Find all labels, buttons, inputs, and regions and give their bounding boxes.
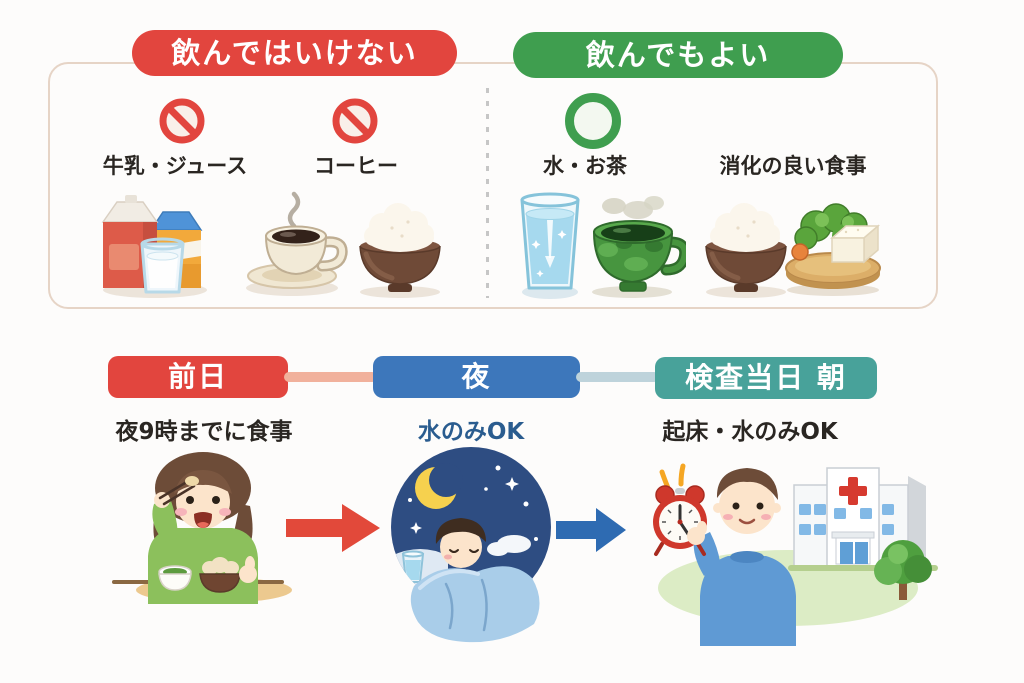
panel-divider — [486, 88, 489, 298]
forbidden-header: 飲んではいけない — [132, 30, 457, 76]
timeline-connector — [284, 372, 377, 382]
prohibition-icon — [332, 98, 378, 144]
blue-arrow-right-icon — [556, 508, 626, 552]
red-arrow-right-icon — [286, 504, 380, 552]
timeline-step-previous-day: 前日 — [108, 356, 288, 398]
forbidden-item-label: コーヒー — [314, 154, 398, 178]
sleeping-night-illustration — [386, 444, 556, 646]
rice-bowl-illustration — [352, 194, 448, 298]
ok-circle-icon — [565, 93, 621, 149]
water-glass-illustration — [514, 188, 586, 300]
timeline-connector — [576, 372, 659, 382]
red-cross-icon — [839, 477, 867, 505]
green-tea-cup-illustration — [584, 194, 686, 298]
woman-eating-illustration — [104, 446, 292, 604]
coffee-illustration — [240, 190, 352, 302]
allowed-header: 飲んでもよい — [513, 32, 843, 78]
timeline-step-exam-morning: 検査当日 朝 — [655, 357, 877, 399]
tree — [874, 540, 932, 600]
allowed-item-label: 水・お茶 — [543, 154, 627, 178]
prohibition-icon — [159, 98, 205, 144]
hospital-building — [788, 467, 938, 571]
milk-juice-illustration — [93, 186, 225, 302]
drink-rules-panel — [48, 62, 938, 309]
timeline-caption: 水のみOK — [417, 419, 525, 445]
wake-up-hospital-illustration — [648, 444, 940, 646]
light-meal-plate-illustration — [780, 196, 884, 298]
timeline-step-night: 夜 — [373, 356, 580, 398]
timeline-caption: 起床・水のみOK — [662, 419, 838, 445]
boy — [693, 468, 796, 646]
allowed-item-label: 消化の良い食事 — [719, 154, 867, 178]
forbidden-item-label: 牛乳・ジュース — [102, 154, 248, 178]
rice-bowl-illustration — [698, 194, 794, 298]
timeline-caption: 夜9時までに食事 — [115, 419, 293, 445]
